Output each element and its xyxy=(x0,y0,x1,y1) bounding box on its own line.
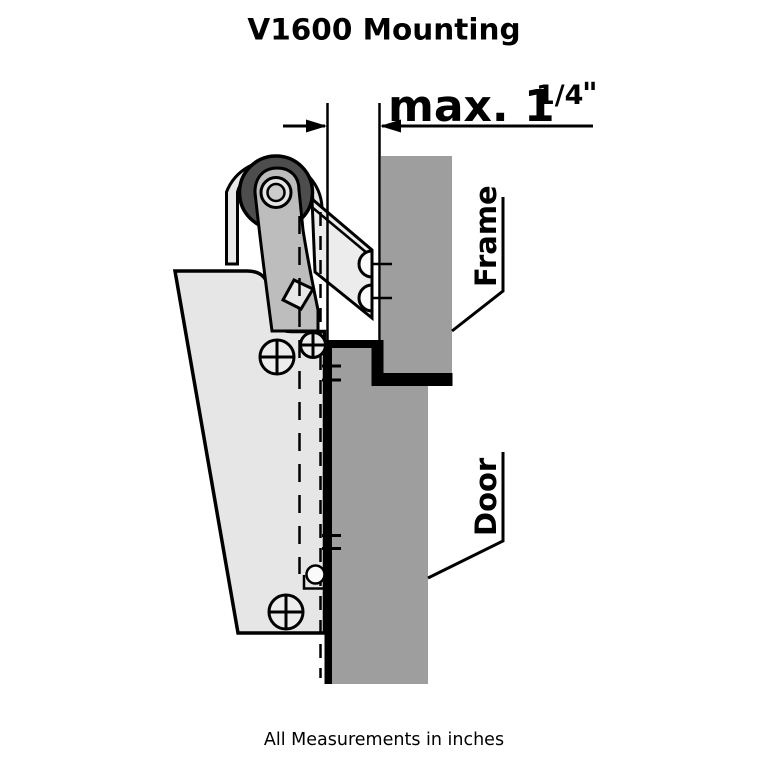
frame-label: Frame xyxy=(469,185,503,287)
footer-note: All Measurements in inches xyxy=(264,730,504,750)
roller-assembly xyxy=(225,154,392,333)
door-top-edge xyxy=(324,340,373,348)
door-label: Door xyxy=(469,457,503,536)
door-leader-line xyxy=(427,452,505,580)
track-end-bracket-line xyxy=(302,575,327,590)
body-screw-upper-left xyxy=(258,338,296,376)
arrowhead-right-pointing xyxy=(306,119,327,133)
door-face-line xyxy=(324,340,332,684)
page-title: V1600 Mounting xyxy=(247,13,520,47)
frame-bottom-edge xyxy=(371,373,453,386)
body-screw-upper-right xyxy=(299,331,327,359)
door-face-ticks xyxy=(322,364,341,550)
frame-leader-line xyxy=(451,197,505,333)
roller-axle xyxy=(266,182,286,203)
arrowhead-left-pointing xyxy=(380,119,401,133)
bracket-screw-head-top xyxy=(357,249,374,279)
bracket-screw-head-bottom xyxy=(357,283,374,313)
frame-callout: Frame xyxy=(451,185,505,333)
dimension-annotation: max. 1 1/4 " xyxy=(283,77,598,340)
door-section xyxy=(331,342,428,684)
arm-tab xyxy=(280,278,316,311)
frame-section xyxy=(381,156,452,377)
dimension-value: max. 1 xyxy=(388,81,555,132)
body-screw-lower xyxy=(267,593,305,631)
track-end-hole xyxy=(305,564,326,585)
bracket-edge-line xyxy=(312,207,368,254)
dimension-fraction: 1/4 xyxy=(536,80,583,111)
dimension-unit: " xyxy=(582,77,598,112)
door-callout: Door xyxy=(427,452,505,580)
